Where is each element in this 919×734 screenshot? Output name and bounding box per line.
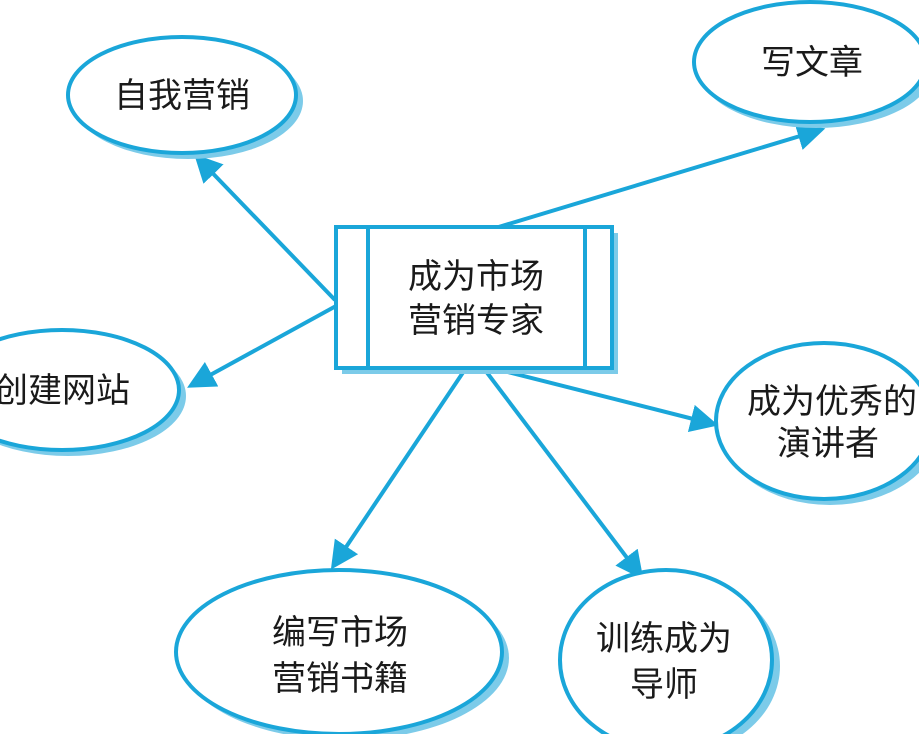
node-build-website: 创建网站 bbox=[0, 328, 186, 456]
node-book: 编写市场 营销书籍 bbox=[174, 568, 509, 734]
node-build-website-label: 创建网站 bbox=[0, 371, 130, 411]
edge-to-build-website bbox=[187, 304, 337, 388]
edge-to-book bbox=[330, 366, 468, 570]
node-speaker-label-line1: 成为优秀的 bbox=[747, 382, 917, 422]
center-node-label-line2: 营销专家 bbox=[408, 301, 544, 341]
center-node-label-line1: 成为市场 bbox=[408, 257, 544, 297]
node-mentor: 训练成为 导师 bbox=[558, 568, 780, 734]
node-book-label-line2: 营销书籍 bbox=[272, 659, 408, 699]
edge-to-mentor bbox=[483, 368, 644, 580]
center-node: 成为市场 营销专家 bbox=[334, 225, 618, 374]
node-speaker: 成为优秀的 演讲者 bbox=[714, 341, 919, 505]
node-mentor-label-line1: 训练成为 bbox=[596, 619, 732, 659]
edge-to-write-articles bbox=[491, 123, 826, 231]
node-speaker-label-line2: 演讲者 bbox=[777, 424, 879, 464]
edge-to-speaker bbox=[499, 368, 719, 433]
node-mentor-label-line2: 导师 bbox=[630, 665, 698, 705]
node-write-articles-label: 写文章 bbox=[761, 43, 863, 83]
node-self-marketing-label: 自我营销 bbox=[114, 76, 250, 116]
node-book-label-line1: 编写市场 bbox=[272, 613, 408, 653]
node-write-articles: 写文章 bbox=[692, 0, 919, 128]
node-self-marketing: 自我营销 bbox=[66, 35, 303, 159]
edge-to-self-marketing bbox=[194, 153, 337, 302]
edges bbox=[187, 123, 826, 580]
